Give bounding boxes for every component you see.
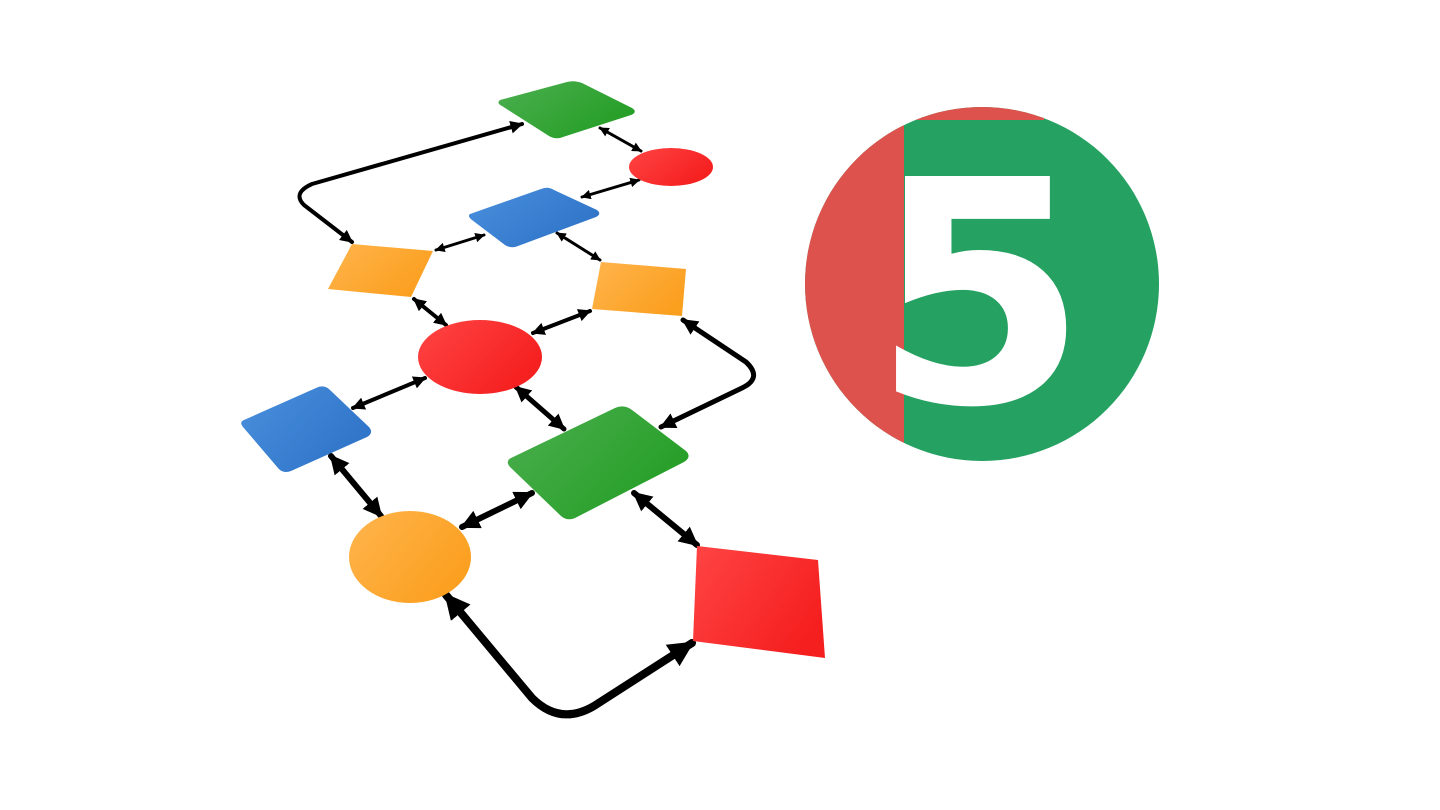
edge-loop-bottom [442, 591, 696, 719]
edge-blue-orange-low [328, 453, 384, 519]
edge-orange-red-left [412, 297, 448, 327]
edge-red-green-mid [513, 384, 567, 432]
node-green-diamond-top [498, 81, 635, 139]
edge-loop-right [658, 317, 756, 430]
node-orange-parallelogram-right [592, 262, 686, 316]
node-orange-parallelogram-left [328, 244, 433, 297]
logo-left-half [805, 107, 1044, 461]
loop-connectors [297, 121, 756, 719]
edge-blue-orange-left [434, 232, 486, 253]
node-blue-diamond-top [468, 187, 600, 248]
short-connectors [328, 126, 700, 548]
node-red-square-bottom [693, 546, 825, 658]
node-red-ellipse-middle [418, 320, 542, 394]
node-red-ellipse-top [629, 148, 713, 186]
node-orange-ellipse-bottom [349, 511, 471, 603]
edge-loop-top [297, 121, 524, 244]
node-blue-diamond-left [241, 386, 372, 472]
edge-green-red-low [631, 490, 700, 548]
edge-blue-orange-right [555, 231, 602, 262]
edge-red-blue-mid [351, 376, 427, 410]
edge-green-red-top [598, 126, 643, 153]
edge-orange-red-right [531, 309, 592, 335]
logo-digit-five: 5 [872, 115, 1088, 476]
nodes [241, 81, 825, 658]
edge-red-blue-top [580, 177, 641, 200]
node-green-diamond-middle [507, 406, 689, 520]
edge-green-orange-low [459, 490, 535, 530]
